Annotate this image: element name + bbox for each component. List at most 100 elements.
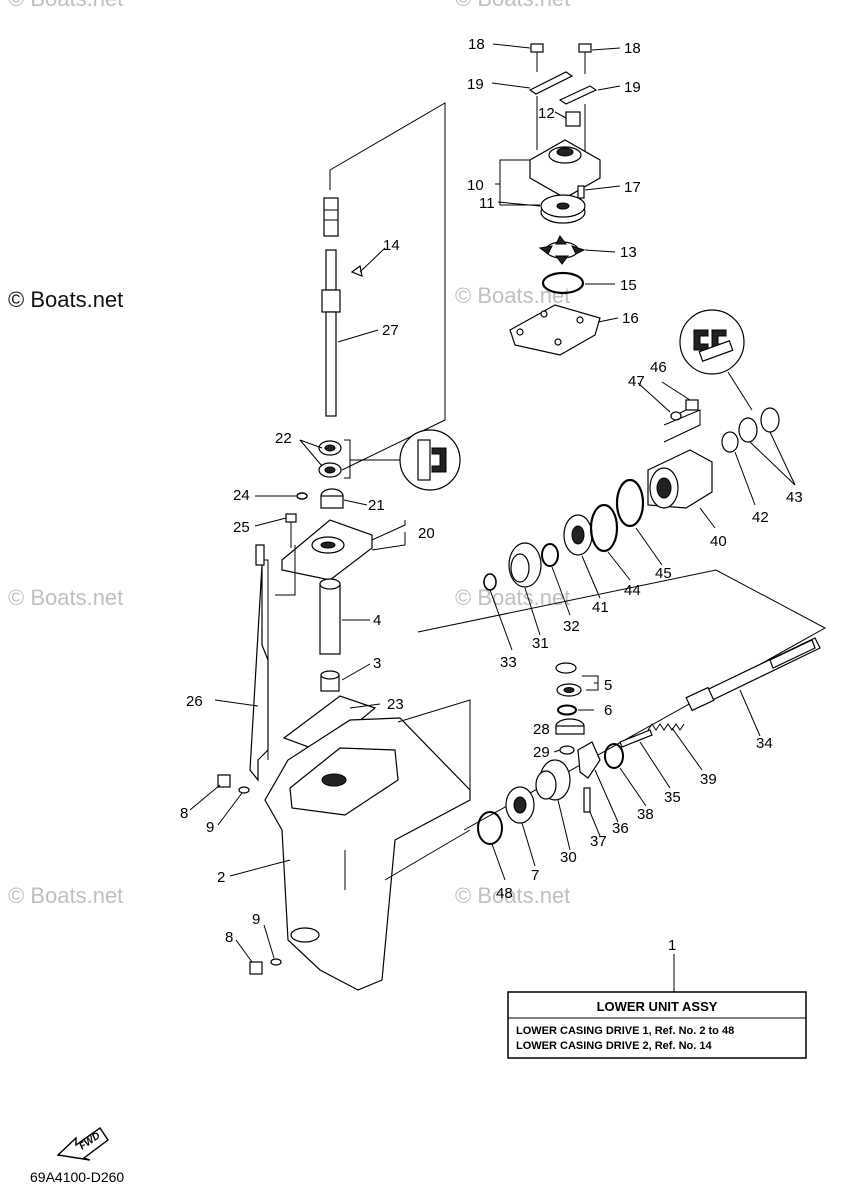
callout-45: 45 [655, 565, 672, 582]
lower-casing-group [217, 717, 471, 991]
callout-47: 47 [628, 373, 645, 390]
watermark-left-low: © Boats.net [8, 883, 123, 908]
bolt-25-icon [285, 513, 297, 523]
callout-8-lower: 8 [225, 929, 233, 946]
shim-48-icon [477, 811, 503, 845]
watermark-mid: © Boats.net [455, 283, 570, 308]
callout-1: 1 [668, 937, 676, 954]
lower-unit-info-box: LOWER UNIT ASSY LOWER CASING DRIVE 1, Re… [507, 991, 807, 1059]
callout-37: 37 [590, 833, 607, 850]
bolt-8-lower-icon [249, 961, 263, 975]
callout-9-lower: 9 [252, 911, 260, 928]
callout-34: 34 [756, 735, 773, 752]
shift-rod-26-icon [249, 564, 269, 782]
callout-19-right: 19 [624, 79, 641, 96]
nut-29-icon [559, 745, 575, 755]
o-ring-15-icon [541, 271, 585, 295]
callout-5: 5 [604, 677, 612, 694]
o-ring-44-icon [589, 503, 619, 553]
callout-24: 24 [233, 487, 250, 504]
bearing-5-top-icon [555, 662, 577, 674]
ring-38-icon [604, 743, 624, 769]
pin-17-icon [577, 185, 585, 199]
fitting-12-icon [565, 111, 581, 127]
callout-21: 21 [368, 497, 385, 514]
callout-23: 23 [387, 696, 404, 713]
callout-4: 4 [373, 612, 381, 629]
callout-35: 35 [664, 789, 681, 806]
watermark-left-mid: © Boats.net [8, 585, 123, 610]
clutch-36-icon [577, 741, 601, 779]
callout-14: 14 [383, 237, 400, 254]
callout-16: 16 [622, 310, 639, 327]
callout-36: 36 [612, 820, 629, 837]
water-pump-group [509, 43, 601, 356]
forward-arrow-icon: FWD [56, 1127, 109, 1161]
callout-18-right: 18 [624, 40, 641, 57]
callout-6: 6 [604, 702, 612, 719]
callout-43: 43 [786, 489, 803, 506]
callout-9-upper: 9 [206, 819, 214, 836]
callout-41: 41 [592, 599, 609, 616]
shim-32-icon [541, 543, 559, 567]
pump-housing-10-icon [529, 139, 601, 199]
bolt-18-right-icon [578, 43, 592, 53]
callout-38: 38 [637, 806, 654, 823]
callout-20: 20 [418, 525, 435, 542]
callout-13: 13 [620, 244, 637, 261]
washer-9-lower-icon [270, 958, 282, 966]
bolt-46-icon [685, 399, 699, 411]
drive-shaft-spline-icon [323, 197, 339, 237]
seal-43-b-icon [760, 407, 780, 433]
callout-32: 32 [563, 618, 580, 635]
callout-19-left: 19 [467, 76, 484, 93]
callout-25: 25 [233, 519, 250, 536]
callout-7: 7 [531, 867, 539, 884]
callout-3: 3 [373, 655, 381, 672]
impeller-13-icon [538, 235, 586, 265]
watermark-top: © Boats.net [455, 0, 570, 11]
o-ring-24-icon [296, 492, 308, 500]
seal-43-a-icon [738, 417, 758, 443]
callout-29: 29 [533, 744, 550, 761]
gear-group [397, 309, 827, 845]
diagram-code: 69A4100-D260 [30, 1169, 124, 1185]
callout-12: 12 [538, 105, 555, 122]
watermark-center-low: © Boats.net [455, 883, 570, 908]
callout-30: 30 [560, 849, 577, 866]
watermark-main: © Boats.net [8, 287, 123, 312]
pin-35-icon [619, 729, 653, 748]
drive-shaft-group [249, 102, 461, 782]
callout-8-upper: 8 [180, 805, 188, 822]
plate-19-left-icon [528, 71, 574, 95]
callout-labels: 1 2 3 4 5 6 7 8 8 9 9 10 11 12 13 14 15 … [180, 36, 803, 954]
callout-11: 11 [479, 195, 495, 212]
seal-42-icon [721, 431, 739, 453]
bolt-18-left-icon [530, 43, 544, 53]
callout-15: 15 [620, 277, 637, 294]
callout-46: 46 [650, 359, 667, 376]
info-box-title: LOWER UNIT ASSY [597, 999, 718, 1014]
callout-48: 48 [496, 885, 513, 902]
spring-39-icon [647, 723, 685, 731]
callout-10: 10 [467, 177, 484, 194]
callout-28: 28 [533, 721, 550, 738]
shim-6-icon [557, 704, 577, 716]
callout-33: 33 [500, 654, 517, 671]
callout-44: 44 [624, 582, 641, 599]
callout-42: 42 [752, 509, 769, 526]
plate-19-right-icon [558, 85, 598, 105]
watermark-group: © Boats.net © Boats.net © Boats.net © Bo… [8, 0, 570, 908]
pin-37-icon [583, 787, 591, 813]
callout-22: 22 [275, 430, 292, 447]
callout-17: 17 [624, 179, 641, 196]
watermark-center-mid: © Boats.net [455, 585, 570, 610]
o-ring-45-icon [615, 478, 645, 528]
watermark-top-left: © Boats.net [8, 0, 123, 11]
callout-31: 31 [532, 635, 549, 652]
callout-26: 26 [186, 693, 203, 710]
info-box-line-1: LOWER CASING DRIVE 1, Ref. No. 2 to 48 [516, 1025, 734, 1037]
drive-shaft-27-icon [325, 311, 337, 417]
callout-39: 39 [700, 771, 717, 788]
